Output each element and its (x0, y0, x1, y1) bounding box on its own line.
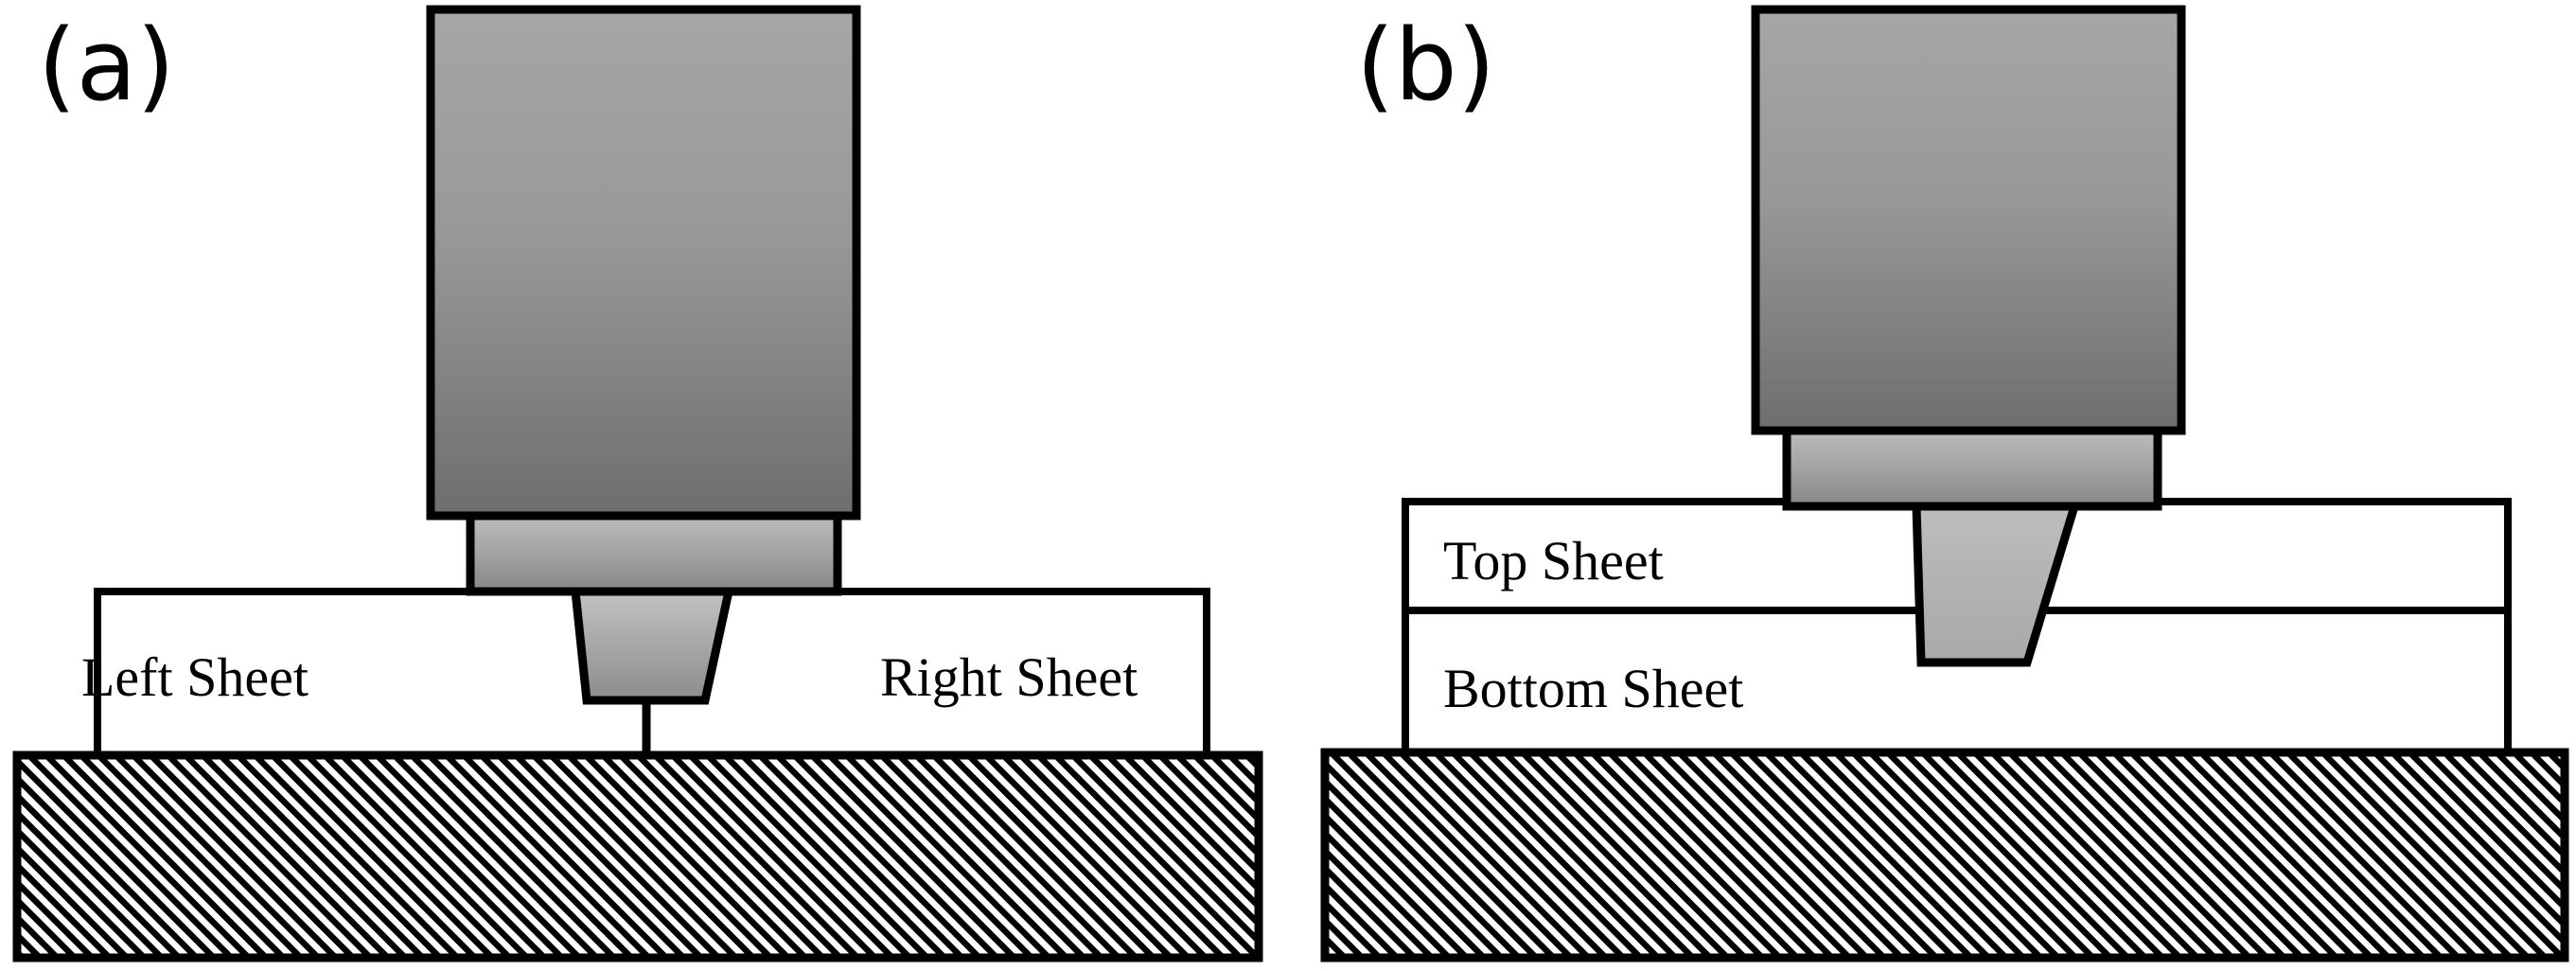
top-sheet-label: Top Sheet (1443, 530, 1664, 591)
panel-b-tag: (b) (1356, 8, 1495, 123)
panel-a-anvil (12, 750, 1263, 962)
panel-b-bottom-sheet (1402, 607, 2512, 758)
panel-a-tool-body (426, 5, 861, 521)
bottom-sheet-label: Bottom Sheet (1443, 658, 1743, 719)
panel-b: (b) Top Sheet Bottom Sheet (1320, 5, 2569, 962)
panel-a-tool-pin (571, 587, 734, 705)
panel-a: (a) Left Sheet Right Sheet (12, 5, 1263, 962)
panel-b-tool-shoulder (1782, 426, 2162, 511)
panel-a-tool-shoulder (466, 511, 842, 596)
left-sheet-label: Left Sheet (81, 646, 309, 708)
panel-b-tool-body (1751, 5, 2186, 435)
panel-a-tag: (a) (38, 8, 175, 123)
panel-b-anvil (1320, 748, 2569, 962)
right-sheet-label: Right Sheet (880, 646, 1138, 708)
